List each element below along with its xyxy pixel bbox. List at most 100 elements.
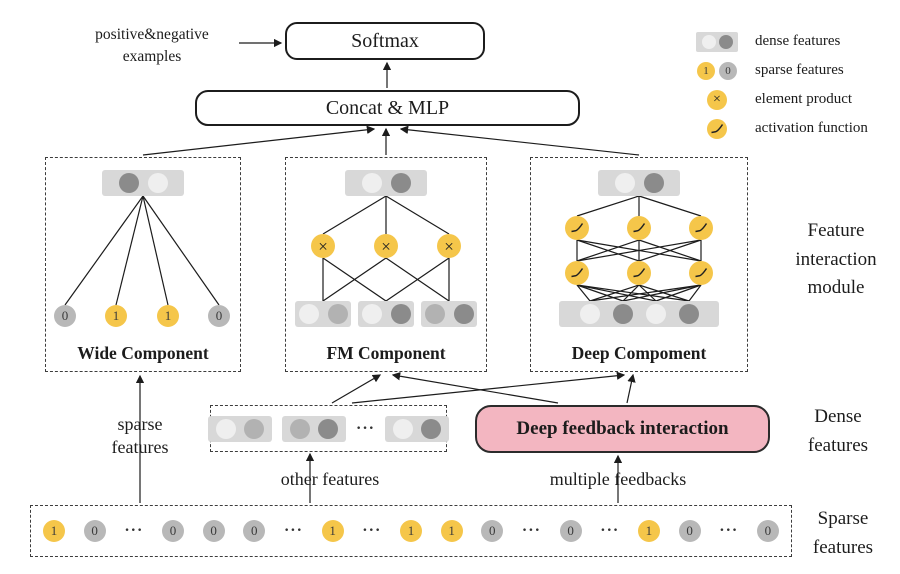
multiple-feedbacks-label: multiple feedbacks (549, 469, 687, 489)
activation-function-icon (627, 261, 651, 285)
ellipsis: ··· (356, 419, 376, 437)
dense-features-bar (696, 31, 738, 52)
sparse-features-side-label: Sparse features (812, 508, 874, 558)
activation-function-icon (627, 216, 651, 240)
light-feature-circle (216, 418, 236, 439)
softmax-label: Softmax (351, 29, 419, 52)
legend-row-element-product: × element product (688, 85, 868, 114)
fm-feature-pair-bar (358, 301, 414, 327)
dark-feature-circle (318, 418, 338, 439)
dark-feature-circle (390, 304, 411, 324)
sparse-cell: 1 (697, 61, 715, 80)
deep-input-bar (559, 301, 719, 327)
dark-feature-circle (118, 173, 139, 193)
sparse-cell: 0 (559, 520, 582, 542)
ellipsis: ··· (600, 522, 620, 539)
sparse-cell: 1 (440, 520, 463, 542)
sparse-cell: 1 (321, 520, 344, 542)
deep-feedback-interaction-box: Deep feedback interaction (475, 405, 770, 453)
element-product-icon: × (374, 234, 398, 258)
examples-label: positive&negative examples (95, 26, 209, 65)
wide-component-title: Wide Component (77, 343, 209, 363)
sparse-cell: 1 (105, 305, 127, 327)
feature-interaction-module-label: Feature interaction module (795, 220, 877, 298)
sparse-cell: 0 (678, 520, 701, 542)
legend-row-dense-features: dense features (688, 27, 868, 56)
ellipsis: ··· (124, 522, 144, 539)
light-feature-circle (701, 34, 716, 49)
element-product-icon: × (437, 234, 461, 258)
mid-feature-circle (327, 304, 348, 324)
dense-feature-pair (385, 415, 450, 442)
softmax-box: Softmax (285, 22, 485, 60)
mid-feature-circle (290, 418, 310, 439)
sparse-cell: 0 (719, 61, 737, 80)
sparse-cell: 0 (202, 520, 225, 542)
ellipsis: ··· (362, 522, 382, 539)
mid-feature-circle (424, 304, 445, 324)
dark-feature-circle (718, 34, 733, 49)
sparse-cell: 0 (161, 520, 184, 542)
sparse-cell: 0 (208, 305, 230, 327)
ellipsis: ··· (283, 522, 303, 539)
element-product-icon: × (707, 89, 727, 110)
fm-dense-output-bar (345, 170, 427, 196)
other-features-label: other features (280, 469, 380, 489)
dark-feature-circle (612, 304, 633, 324)
activation-function-icon (689, 216, 713, 240)
ellipsis: ··· (719, 522, 739, 539)
fm-feature-pair-bar (295, 301, 351, 327)
activation-function-icon (707, 118, 727, 139)
dense-features-side-label: Dense features (807, 406, 869, 456)
wide-component-box: Wide Component (45, 157, 241, 372)
light-feature-circle (393, 418, 414, 439)
sparse-cell: 1 (637, 520, 660, 542)
sparse-features-arrow-label: sparse features (111, 414, 169, 458)
deep-dense-output-bar (598, 170, 680, 196)
activation-function-icon (565, 216, 589, 240)
fm-component-title: FM Component (326, 343, 446, 363)
dark-feature-circle (678, 304, 699, 324)
light-feature-circle (147, 173, 168, 193)
concat-mlp-label: Concat & MLP (325, 96, 450, 119)
light-feature-circle (298, 304, 319, 324)
sparse-cell: 1 (157, 305, 179, 327)
sparse-cell: 0 (243, 520, 266, 542)
deep-component-title: Deep Compoment (571, 343, 707, 363)
concat-mlp-box: Concat & MLP (195, 90, 580, 126)
light-feature-circle (614, 173, 635, 193)
light-feature-circle (361, 304, 382, 324)
legend-label-sparse: sparse features (755, 62, 844, 78)
deep-feedback-interaction-label: Deep feedback interaction (516, 418, 729, 439)
activation-function-icon (689, 261, 713, 285)
sparse-cell: 0 (481, 520, 504, 542)
dense-feature-pair (208, 415, 272, 442)
legend-label-activation: activation function (755, 120, 868, 136)
legend-row-activation: activation function (688, 114, 868, 143)
dark-feature-circle (390, 173, 411, 193)
other-features-box: ··· (208, 405, 450, 452)
sparse-cell: 0 (83, 520, 106, 542)
wide-dense-output-bar (102, 170, 184, 196)
light-feature-circle (361, 173, 382, 193)
fm-component-box: FM Component (285, 157, 487, 372)
legend-label-product: element product (755, 91, 853, 107)
dark-feature-circle (453, 304, 474, 324)
legend-label-dense: dense features (755, 33, 841, 49)
light-feature-circle (579, 304, 600, 324)
mid-feature-circle (244, 418, 264, 439)
sparse-cell: 1 (399, 520, 422, 542)
fm-feature-pair-bar (421, 301, 477, 327)
sparse-cell: 0 (54, 305, 76, 327)
element-product-icon: × (688, 89, 746, 110)
light-feature-circle (645, 304, 666, 324)
dark-feature-circle (421, 418, 442, 439)
dense-feature-pair (282, 415, 346, 442)
element-product-icon: × (311, 234, 335, 258)
ellipsis: ··· (521, 522, 541, 539)
